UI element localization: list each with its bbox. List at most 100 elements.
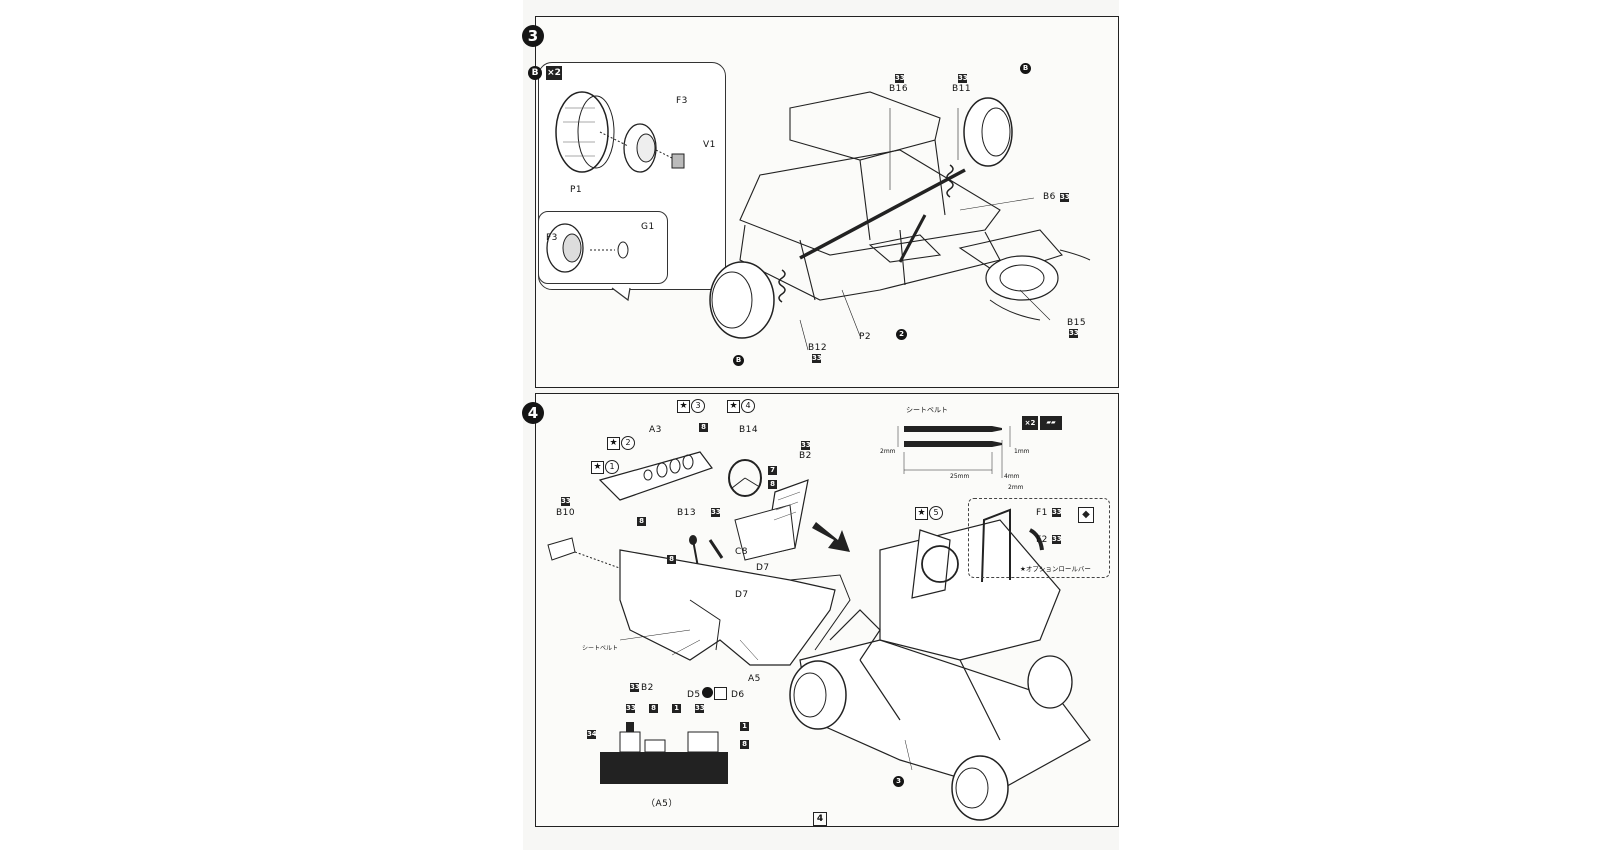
steering-wheel-b14 xyxy=(728,459,762,497)
floor-tub xyxy=(619,549,836,666)
page-number: 4 xyxy=(813,812,827,826)
star-icon: ★ xyxy=(727,400,740,413)
color-code: 33 xyxy=(958,74,968,83)
label-d7b: D7 xyxy=(735,590,749,600)
star-icon: ★ xyxy=(677,400,690,413)
front-right-tire xyxy=(1027,655,1073,709)
sticker-5: 5 xyxy=(929,506,943,520)
rear-tire xyxy=(963,97,1013,167)
color-code: 34 xyxy=(587,730,597,739)
label-b12: B12 xyxy=(808,343,828,353)
color-code: 33 xyxy=(812,354,822,363)
star-icon: ★ xyxy=(915,507,928,520)
label-b2-bottom: B2 xyxy=(641,683,654,693)
chrome-icon: ◆ xyxy=(1078,507,1094,523)
color-code: 33 xyxy=(561,497,571,506)
label-seatbelt: シートベルト xyxy=(582,645,619,652)
label-f3: F3 xyxy=(676,96,688,106)
black-circle-icon xyxy=(702,687,713,698)
dashboard-a3 xyxy=(598,451,713,501)
label-b6: B6 xyxy=(1043,192,1056,202)
color-code: 8 xyxy=(667,555,676,564)
dim-2mm-b: 2mm xyxy=(1008,484,1024,491)
label-g1: G1 xyxy=(641,222,655,232)
color-code: 1 xyxy=(672,704,681,713)
label-b10: B10 xyxy=(556,508,576,518)
label-p2: P2 xyxy=(859,332,872,342)
label-d6: D6 xyxy=(731,690,745,700)
color-code: 8 xyxy=(649,704,658,713)
label-b2-top: B2 xyxy=(799,451,812,461)
label-option-rollbar: ★オプションロールバー xyxy=(1020,565,1091,573)
color-code: 33 xyxy=(626,704,636,713)
seatbelt-multiplier: ×2 xyxy=(1022,416,1038,430)
label-b-bottom: B xyxy=(733,355,744,366)
seatbelt-strip-1 xyxy=(904,426,992,432)
color-code: 33 xyxy=(1069,329,1079,338)
plating-icon: ▰▰ xyxy=(1040,416,1062,430)
sticker-2: 2 xyxy=(621,436,635,450)
label-b14: B14 xyxy=(739,425,759,435)
hubcap-g1 xyxy=(617,241,629,259)
color-code: 33 xyxy=(1052,535,1062,544)
tire-p1 xyxy=(555,91,609,173)
label-b13: B13 xyxy=(677,508,697,518)
label-d7: D7 xyxy=(756,563,770,573)
color-code: 33 xyxy=(895,74,905,83)
option-rollbar-box xyxy=(968,498,1110,578)
label-b16: B16 xyxy=(889,84,909,94)
label-a5-caption: （A5） xyxy=(646,799,678,809)
step-4-number: 4 xyxy=(522,402,544,424)
a5-cross-section xyxy=(600,752,728,784)
label-b15: B15 xyxy=(1067,318,1087,328)
label-c8: C8 xyxy=(735,547,749,557)
rear-left-tire xyxy=(951,755,1009,821)
color-code: 33 xyxy=(695,704,705,713)
star-icon: ★ xyxy=(607,437,620,450)
color-code: 33 xyxy=(711,508,721,517)
front-tire xyxy=(709,261,775,339)
assembly-arrow xyxy=(812,522,850,552)
step-3-ref: 3 xyxy=(893,776,904,787)
sticker-1: 1 xyxy=(605,460,619,474)
dim-4mm: 4mm xyxy=(1004,473,1020,480)
dim-25mm: 25mm xyxy=(950,473,970,480)
color-code: 1 xyxy=(740,722,749,731)
label-p1: P1 xyxy=(570,185,583,195)
step-3-number: 3 xyxy=(522,25,544,47)
rollbar-f1 xyxy=(981,508,1011,583)
front-left-tire xyxy=(789,660,847,730)
color-code: 8 xyxy=(699,423,708,432)
label-v1: V1 xyxy=(703,140,716,150)
color-code: 7 xyxy=(768,466,777,475)
label-f1: F1 xyxy=(1036,508,1048,518)
star-icon: ★ xyxy=(591,461,604,474)
color-code: 33 xyxy=(1052,508,1062,517)
label-f2: F2 xyxy=(1036,535,1048,545)
color-code: 33 xyxy=(801,441,811,450)
split-circle-icon xyxy=(714,687,727,700)
sticker-4: 4 xyxy=(741,399,755,413)
step-2-ref: 2 xyxy=(896,329,907,340)
label-a3: A3 xyxy=(649,425,662,435)
sticker-3: 3 xyxy=(691,399,705,413)
seatbelt-title: シートベルト xyxy=(906,406,948,414)
color-code: 33 xyxy=(630,683,640,692)
color-code: 33 xyxy=(1060,193,1070,202)
part-b-badge: B xyxy=(528,66,542,80)
label-f3-detail: F3 xyxy=(546,233,558,243)
spare-tire xyxy=(985,255,1059,301)
label-d5: D5 xyxy=(687,690,701,700)
seatbelt-strip-2 xyxy=(904,441,992,447)
multiplier-badge: ×2 xyxy=(546,66,562,80)
cap-v1 xyxy=(671,153,685,169)
color-code: 8 xyxy=(637,517,646,526)
dim-1mm: 1mm xyxy=(1014,448,1030,455)
rollbar-brace-f2 xyxy=(1029,528,1044,551)
dim-2mm: 2mm xyxy=(880,448,896,455)
label-a5: A5 xyxy=(748,674,761,684)
label-b11: B11 xyxy=(952,84,972,94)
label-b-top: B xyxy=(1020,63,1031,74)
